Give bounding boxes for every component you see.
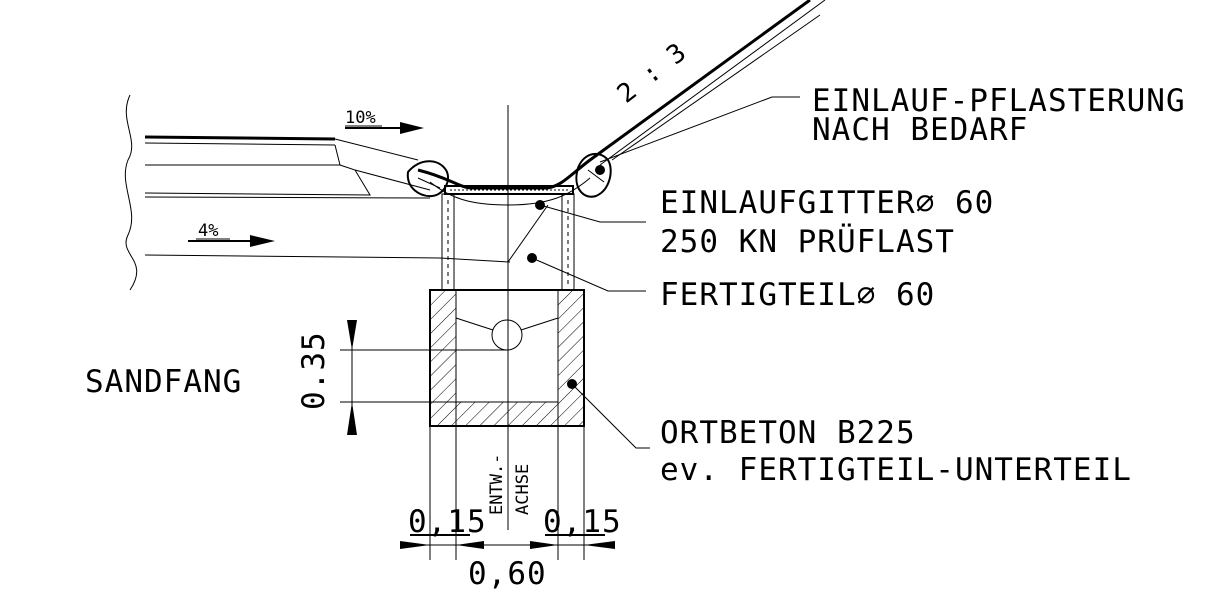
wall-right-dim: 0,15 bbox=[543, 504, 622, 540]
road-section bbox=[124, 94, 511, 291]
sand-depth-label: 0.35 bbox=[296, 331, 332, 410]
concrete-sump bbox=[429, 289, 585, 427]
width-dim: 0,60 bbox=[468, 556, 547, 592]
slope-4-label: 4% bbox=[198, 221, 218, 241]
grate-label-1: EINLAUFGITTER⌀ 60 bbox=[660, 185, 994, 221]
concrete-label-2: ev. FERTIGTEIL-UNTERTEIL bbox=[660, 452, 1132, 488]
dimension-sand-depth: 0.35 bbox=[296, 320, 508, 435]
slope-2-3-label: 2 : 3 bbox=[612, 38, 692, 110]
precast-label: FERTIGTEIL⌀ 60 bbox=[660, 277, 935, 313]
slope-arrow-10: 10% bbox=[345, 108, 424, 134]
concrete-label-1: ORTBETON B225 bbox=[660, 415, 916, 451]
leader-lines bbox=[527, 96, 800, 449]
sandfang-label: SANDFANG bbox=[85, 364, 242, 400]
slope-10-label: 10% bbox=[345, 108, 376, 128]
axis-label-2: ACHSE bbox=[513, 464, 533, 515]
dimension-bottom: 0,15 0,15 0,60 bbox=[400, 426, 622, 592]
paving-label-2: NACH BEDARF bbox=[812, 112, 1028, 148]
wall-left-dim: 0,15 bbox=[408, 504, 487, 540]
grate-label-2: 250 KN PRÜFLAST bbox=[660, 223, 955, 260]
axis-label-1: ENTW.- bbox=[487, 454, 507, 515]
slope-arrow-4: 4% bbox=[188, 221, 275, 247]
paving-label-1: EINLAUF-PFLASTERUNG bbox=[812, 83, 1186, 119]
swale-paving bbox=[406, 0, 826, 206]
